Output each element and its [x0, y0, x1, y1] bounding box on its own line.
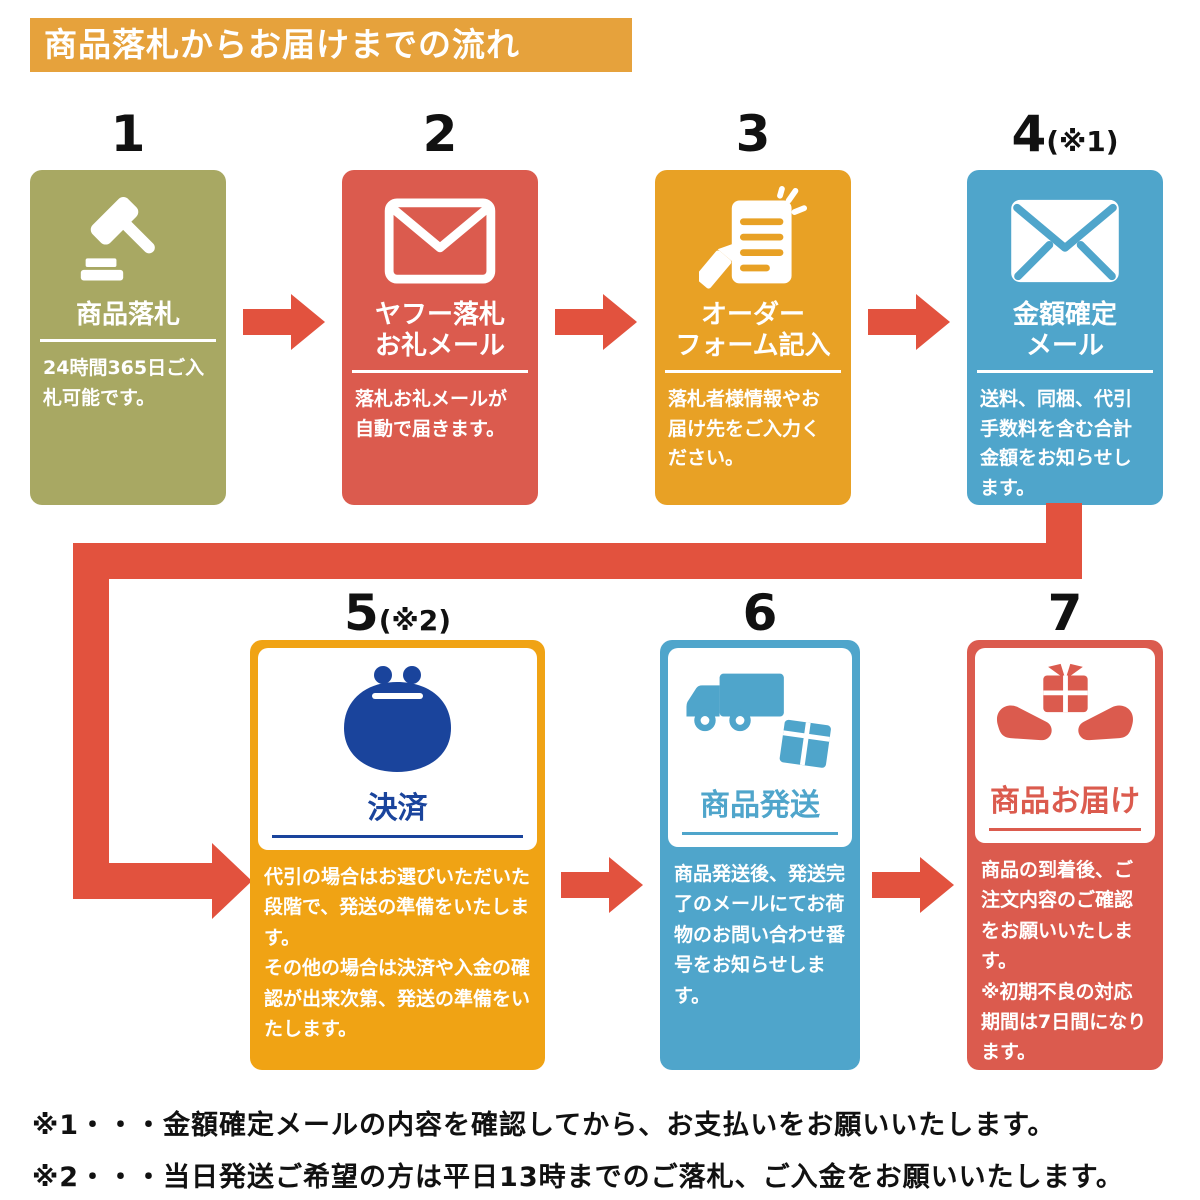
arrow-right-icon [243, 294, 325, 350]
truck-box-icon [668, 662, 852, 774]
step-number-value: 3 [735, 105, 771, 163]
arrow-right-icon [872, 857, 954, 913]
connector-arrowhead-icon [212, 843, 252, 919]
step-number-5: 5(※2) [250, 585, 545, 641]
title-underline [40, 339, 216, 343]
connector-horizontal [73, 543, 1082, 579]
step-description: 商品の到着後、ご注文内容のご確認をお願いいたします。 ※初期不良の対応期間は7日… [981, 859, 1147, 1064]
mail-filled-icon [967, 170, 1163, 298]
step-description: 代引の場合はお選びいただいた段階で、発送の準備をいたします。 その他の場合は決済… [264, 866, 531, 1040]
title-underline [665, 370, 841, 374]
step-card-price-mail: 金額確定 メール 送料、同梱、代引手数料を含む合計金額をお知らせします。 [967, 170, 1163, 505]
step-description: 商品発送後、発送完了のメールにてお荷物のお問い合わせ番号をお知らせします。 [674, 863, 846, 1007]
step-title: 商品お届け [990, 784, 1140, 819]
hands-package-icon [975, 662, 1155, 770]
arrow-right-icon [555, 294, 637, 350]
step-card-shipping: 商品発送 商品発送後、発送完了のメールにてお荷物のお問い合わせ番号をお知らせしま… [660, 640, 860, 1070]
step-number-note: (※1) [1046, 125, 1119, 158]
step-title: 決済 [367, 791, 428, 826]
step-number-4: 4(※1) [967, 106, 1163, 162]
step-description: 24時間365日ご入札可能です。 [43, 357, 205, 409]
step-number-3: 3 [655, 106, 851, 162]
step-card-payment: 決済 代引の場合はお選びいただいた段階で、発送の準備をいたします。 その他の場合… [250, 640, 545, 1070]
step-card-thanks-mail: ヤフー落札 お礼メール 落札お礼メールが自動で届きます。 [342, 170, 538, 505]
step-title: 商品落札 [75, 300, 180, 330]
step-number-note: (※2) [378, 604, 452, 637]
step-description: 送料、同梱、代引手数料を含む合計金額をお知らせします。 [980, 388, 1133, 499]
step-title: 金額確定 メール [1012, 300, 1117, 362]
step-number-6: 6 [660, 585, 860, 641]
card-white-panel: 商品お届け [975, 648, 1155, 843]
title-underline [989, 828, 1141, 831]
card-white-panel: 商品発送 [668, 648, 852, 847]
connector-into-step5 [73, 863, 214, 899]
step-number-value: 5 [343, 584, 379, 642]
step-number-1: 1 [30, 106, 226, 162]
step-number-7: 7 [967, 585, 1163, 641]
step-number-value: 7 [1047, 584, 1083, 642]
step-title: ヤフー落札 お礼メール [374, 300, 505, 362]
arrow-right-icon [561, 857, 643, 913]
card-white-panel: 決済 [258, 648, 537, 850]
footnote-1: ※1・・・金額確定メールの内容を確認してから、お支払いをお願いいたします。 [32, 1110, 1056, 1141]
step-title: オーダー フォーム記入 [675, 300, 831, 362]
connector-vertical-left [73, 543, 109, 899]
form-pencil-icon [655, 170, 851, 298]
step-description: 落札者様情報やお届け先をご入力ください。 [668, 388, 821, 470]
step-title: 商品発送 [700, 788, 820, 823]
step-number-2: 2 [342, 106, 538, 162]
step-number-value: 4 [1011, 105, 1047, 163]
title-underline [977, 370, 1153, 374]
mail-outline-icon [342, 170, 538, 298]
title-underline [272, 835, 523, 838]
gavel-icon [30, 170, 226, 298]
step-number-value: 6 [742, 584, 778, 642]
title-underline [682, 832, 838, 835]
page-title: 商品落札からお届けまでの流れ [30, 18, 632, 72]
step-description: 落札お礼メールが自動で届きます。 [355, 388, 508, 440]
arrow-right-icon [868, 294, 950, 350]
step-number-value: 1 [110, 105, 146, 163]
step-card-auction: 商品落札 24時間365日ご入札可能です。 [30, 170, 226, 505]
step-number-value: 2 [422, 105, 458, 163]
title-underline [352, 370, 528, 374]
footnote-2: ※2・・・当日発送ご希望の方は平日13時までのご落札、ご入金をお願いいたします。 [32, 1162, 1124, 1193]
step-card-order-form: オーダー フォーム記入 落札者様情報やお届け先をご入力ください。 [655, 170, 851, 505]
coin-purse-icon [258, 662, 537, 777]
step-card-delivery: 商品お届け 商品の到着後、ご注文内容のご確認をお願いいたします。 ※初期不良の対… [967, 640, 1163, 1070]
